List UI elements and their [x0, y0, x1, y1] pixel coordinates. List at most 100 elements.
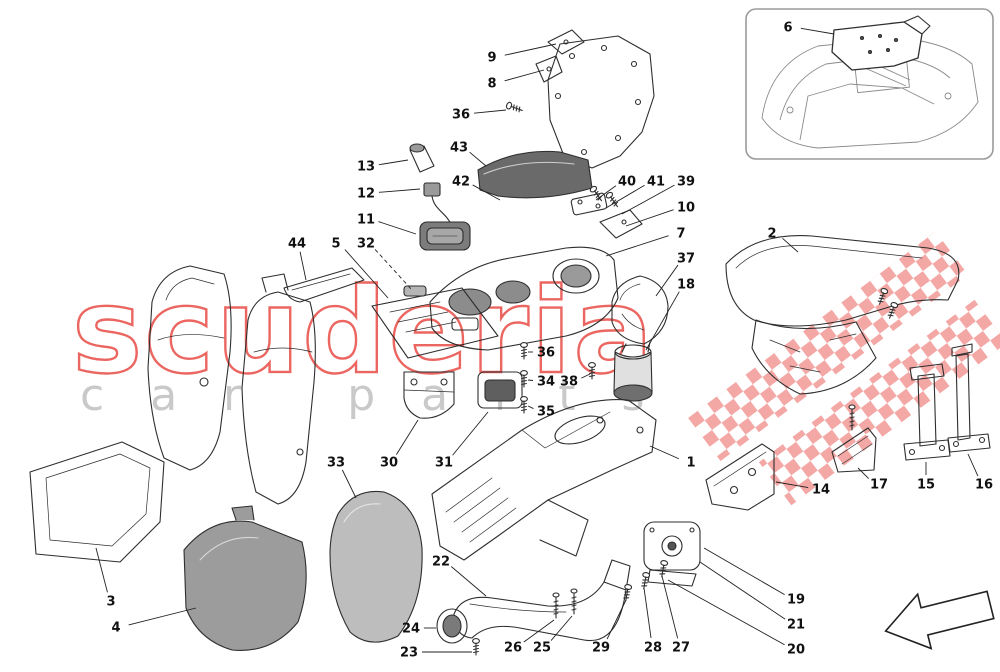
part-label-21: 21 [787, 618, 805, 633]
part-hinge-cluster [570, 184, 643, 239]
part-label-1: 1 [686, 456, 695, 471]
parts-layer [29, 29, 991, 656]
leader-line-31 [452, 411, 489, 456]
part-side-panel-left-a [147, 265, 232, 471]
leader-line-41 [605, 184, 645, 209]
part-label-28: 28 [644, 641, 662, 656]
part-duct-22 [436, 559, 631, 644]
leader-line-26 [523, 619, 555, 643]
part-label-24: 24 [402, 622, 420, 637]
part-label-36: 36 [452, 108, 470, 123]
leader-line-9 [504, 43, 557, 56]
leader-line-43 [469, 151, 487, 167]
part-label-41: 41 [647, 175, 665, 190]
leader-line-14 [775, 481, 809, 489]
leader-line-44 [299, 251, 307, 281]
leader-line-39 [621, 184, 675, 215]
part-cover-33 [329, 490, 423, 643]
leader-line-11 [378, 221, 417, 235]
inset-border [745, 8, 994, 160]
part-fasteners-bottom [472, 559, 669, 656]
part-rear-bulkhead-panel [535, 29, 655, 169]
part-footwell-trim-3 [29, 441, 165, 563]
part-label-26: 26 [504, 641, 522, 656]
part-base-plate-5 [371, 285, 499, 359]
leader-line-17 [857, 467, 869, 479]
leader-line-22 [450, 566, 487, 597]
part-label-12: 12 [357, 187, 375, 202]
part-label-39: 39 [677, 175, 695, 190]
part-label-32: 32 [357, 237, 375, 252]
leader-line-32 [374, 249, 413, 291]
part-bracket-16 [947, 343, 991, 453]
leader-line-7 [605, 235, 669, 257]
part-label-3: 3 [106, 595, 115, 610]
leader-line-37 [655, 264, 679, 297]
watermark: scuderia car parts [71, 231, 1000, 506]
part-label-43: 43 [450, 141, 468, 156]
leader-line-4 [128, 607, 197, 626]
part-label-5: 5 [331, 237, 340, 252]
part-label-19: 19 [787, 593, 805, 608]
part-label-16: 16 [975, 478, 993, 493]
part-label-14: 14 [812, 483, 830, 498]
part-armrest-lid-43 [477, 150, 593, 199]
part-label-9: 9 [487, 51, 496, 66]
leader-line-8 [504, 69, 545, 82]
part-label-8: 8 [487, 77, 496, 92]
leader-line-6 [800, 27, 835, 35]
part-plate-17 [831, 404, 877, 473]
part-stand-15 [903, 363, 951, 461]
leader-line-20 [667, 579, 785, 646]
part-label-37: 37 [677, 252, 695, 267]
direction-arrow-icon [884, 590, 995, 650]
leader-line-19 [703, 547, 785, 596]
leader-line-40 [595, 185, 617, 201]
part-label-35: 35 [537, 405, 555, 420]
leader-line-2 [782, 237, 799, 253]
part-label-31: 31 [435, 456, 453, 471]
part-label-25: 25 [533, 641, 551, 656]
part-label-33: 33 [327, 456, 345, 471]
part-label-36: 36 [537, 346, 555, 361]
leader-line-35 [527, 405, 534, 409]
part-label-22: 22 [432, 555, 450, 570]
part-tray-31 [477, 371, 523, 409]
part-ashtray-11 [419, 221, 471, 251]
part-label-10: 10 [677, 201, 695, 216]
part-label-30: 30 [380, 456, 398, 471]
part-sill-trim-44 [283, 267, 365, 303]
part-label-42: 42 [452, 175, 470, 190]
leader-line-36 [473, 109, 507, 114]
part-ring-24 [436, 608, 468, 644]
part-label-38: 38 [560, 375, 578, 390]
leader-line-16 [967, 453, 979, 477]
part-label-17: 17 [870, 478, 888, 493]
part-plug-13 [409, 143, 435, 173]
leader-line-28 [643, 587, 652, 639]
part-label-20: 20 [787, 643, 805, 658]
location-inset [745, 8, 994, 160]
part-label-23: 23 [400, 646, 418, 661]
leader-line-33 [341, 469, 357, 499]
part-label-44: 44 [288, 237, 306, 252]
part-label-34: 34 [537, 375, 555, 390]
leader-line-10 [625, 209, 674, 227]
part-label-29: 29 [592, 641, 610, 656]
watermark-sub-text: car parts [80, 370, 690, 421]
leader-line-25 [550, 615, 573, 641]
part-label-2: 2 [767, 227, 776, 242]
leader-line-12 [378, 188, 421, 193]
part-label-18: 18 [677, 278, 695, 293]
part-screw-36-top [505, 101, 524, 115]
part-tunnel-trim-2 [725, 235, 960, 395]
part-bracket-30 [403, 371, 455, 419]
leader-line-34 [527, 379, 534, 381]
part-damper-mount [643, 521, 701, 587]
part-side-panel-left-b [241, 273, 316, 505]
leader-line-18 [645, 291, 680, 351]
part-label-40: 40 [618, 175, 636, 190]
